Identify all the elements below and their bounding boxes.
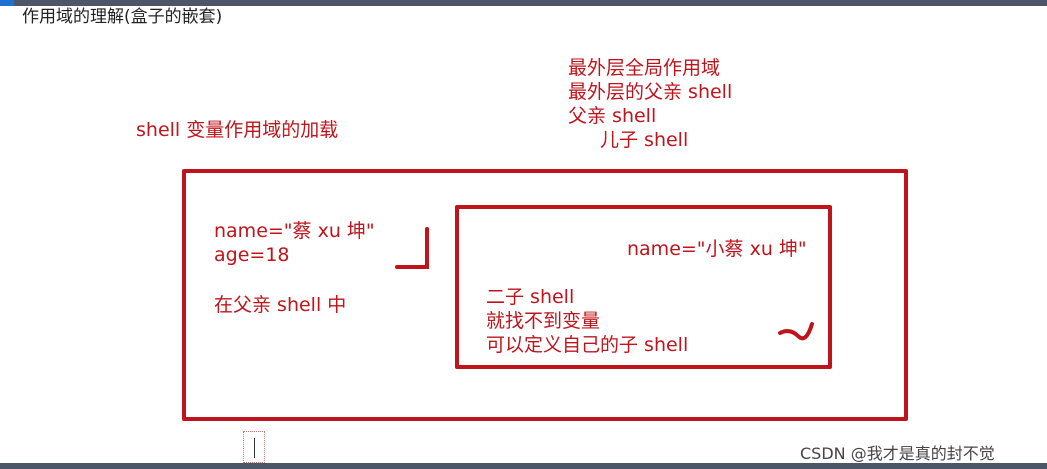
- parent-note: 在父亲 shell 中: [214, 294, 347, 316]
- scope-note-2: 最外层的父亲 shell: [568, 81, 733, 103]
- child-var-name: name="小蔡 xu 坤": [627, 238, 807, 260]
- corner-bracket-mark: [395, 227, 429, 269]
- parent-vars: name="蔡 xu 坤" age=18: [214, 219, 375, 267]
- scope-note-1: 最外层全局作用域: [568, 57, 721, 79]
- bottom-frame-bar: [0, 463, 1047, 469]
- squiggle-mark: [778, 322, 814, 341]
- watermark: CSDN @我才是真的封不觉: [800, 444, 995, 463]
- child-note-3: 可以定义自己的子 shell: [486, 334, 689, 356]
- text-cursor-box[interactable]: [243, 431, 265, 463]
- parent-shell-box: [182, 169, 908, 421]
- top-accent-mark: [0, 0, 14, 6]
- child-note-1: 二子 shell: [486, 286, 575, 308]
- top-frame-bar: [0, 0, 1047, 6]
- scope-notes: 最外层全局作用域 最外层的父亲 shell 父亲 shell 儿子 shell: [568, 56, 732, 152]
- child-note-2: 就找不到变量: [486, 310, 601, 332]
- scope-note-3: 父亲 shell: [568, 105, 657, 127]
- text-cursor: [254, 438, 255, 458]
- parent-var-name: name="蔡 xu 坤": [214, 220, 375, 242]
- child-shell-box: [455, 205, 832, 369]
- loading-title: shell 变量作用域的加载: [136, 119, 339, 141]
- child-notes: 二子 shell 就找不到变量 可以定义自己的子 shell: [486, 285, 688, 357]
- parent-var-age: age=18: [214, 244, 290, 266]
- scope-note-4: 儿子 shell: [600, 129, 689, 151]
- page-title: 作用域的理解(盒子的嵌套): [22, 7, 223, 27]
